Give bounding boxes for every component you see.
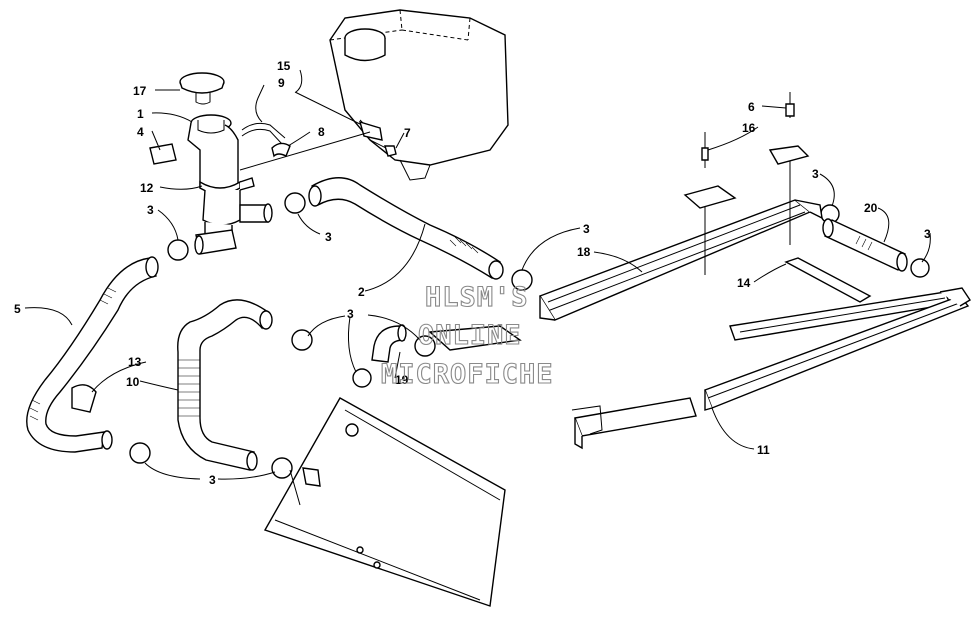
leader-lines xyxy=(24,69,931,480)
heat-exchanger-panel xyxy=(263,397,506,607)
callout-6: 6 xyxy=(748,100,755,114)
callout-5: 5 xyxy=(14,302,21,316)
watermark-line-2: ONLINE xyxy=(418,320,522,351)
callout-15: 15 xyxy=(277,59,291,73)
callout-19: 19 xyxy=(395,373,409,387)
rivets-and-pads xyxy=(683,92,810,275)
callout-1: 1 xyxy=(137,107,144,121)
callout-2: 2 xyxy=(358,285,365,299)
callout-3f: 3 xyxy=(812,167,819,181)
callout-3b: 3 xyxy=(325,230,332,244)
callout-3c: 3 xyxy=(347,307,354,321)
hose-2 xyxy=(308,177,504,280)
callout-16: 16 xyxy=(742,121,756,135)
callout-17: 17 xyxy=(133,84,147,98)
callout-3a: 3 xyxy=(147,203,154,217)
callout-7: 7 xyxy=(404,126,411,140)
hose-clamps xyxy=(71,192,930,479)
callout-10: 10 xyxy=(126,375,140,389)
watermark: HLSM'S ONLINE MICROFICHE xyxy=(380,281,554,390)
callout-3d: 3 xyxy=(209,473,216,487)
rail-exchanger-18 xyxy=(538,199,823,321)
hose-19 xyxy=(371,324,522,363)
callout-12: 12 xyxy=(140,181,154,195)
callout-13: 13 xyxy=(128,355,142,369)
filler-neck-assembly xyxy=(149,72,397,255)
watermark-line-1: HLSM'S xyxy=(425,282,529,313)
rail-exchanger-11 xyxy=(571,287,971,450)
callout-labels: 17 1 4 12 3 3 15 9 8 7 2 5 13 10 3 19 3 … xyxy=(14,59,931,487)
callout-3g: 3 xyxy=(924,227,931,241)
callout-9: 9 xyxy=(278,76,285,90)
callout-3e: 3 xyxy=(583,222,590,236)
hose-20 xyxy=(822,218,908,272)
callout-20: 20 xyxy=(864,201,878,215)
reservoir-tank xyxy=(329,9,509,181)
callout-4: 4 xyxy=(137,125,144,139)
hose-5 xyxy=(26,256,159,453)
callout-11: 11 xyxy=(757,443,770,457)
callout-8: 8 xyxy=(318,125,325,139)
callout-18: 18 xyxy=(577,245,591,259)
callout-14: 14 xyxy=(737,276,751,290)
watermark-line-3: MICROFICHE xyxy=(381,359,554,390)
hose-10 xyxy=(177,299,273,471)
